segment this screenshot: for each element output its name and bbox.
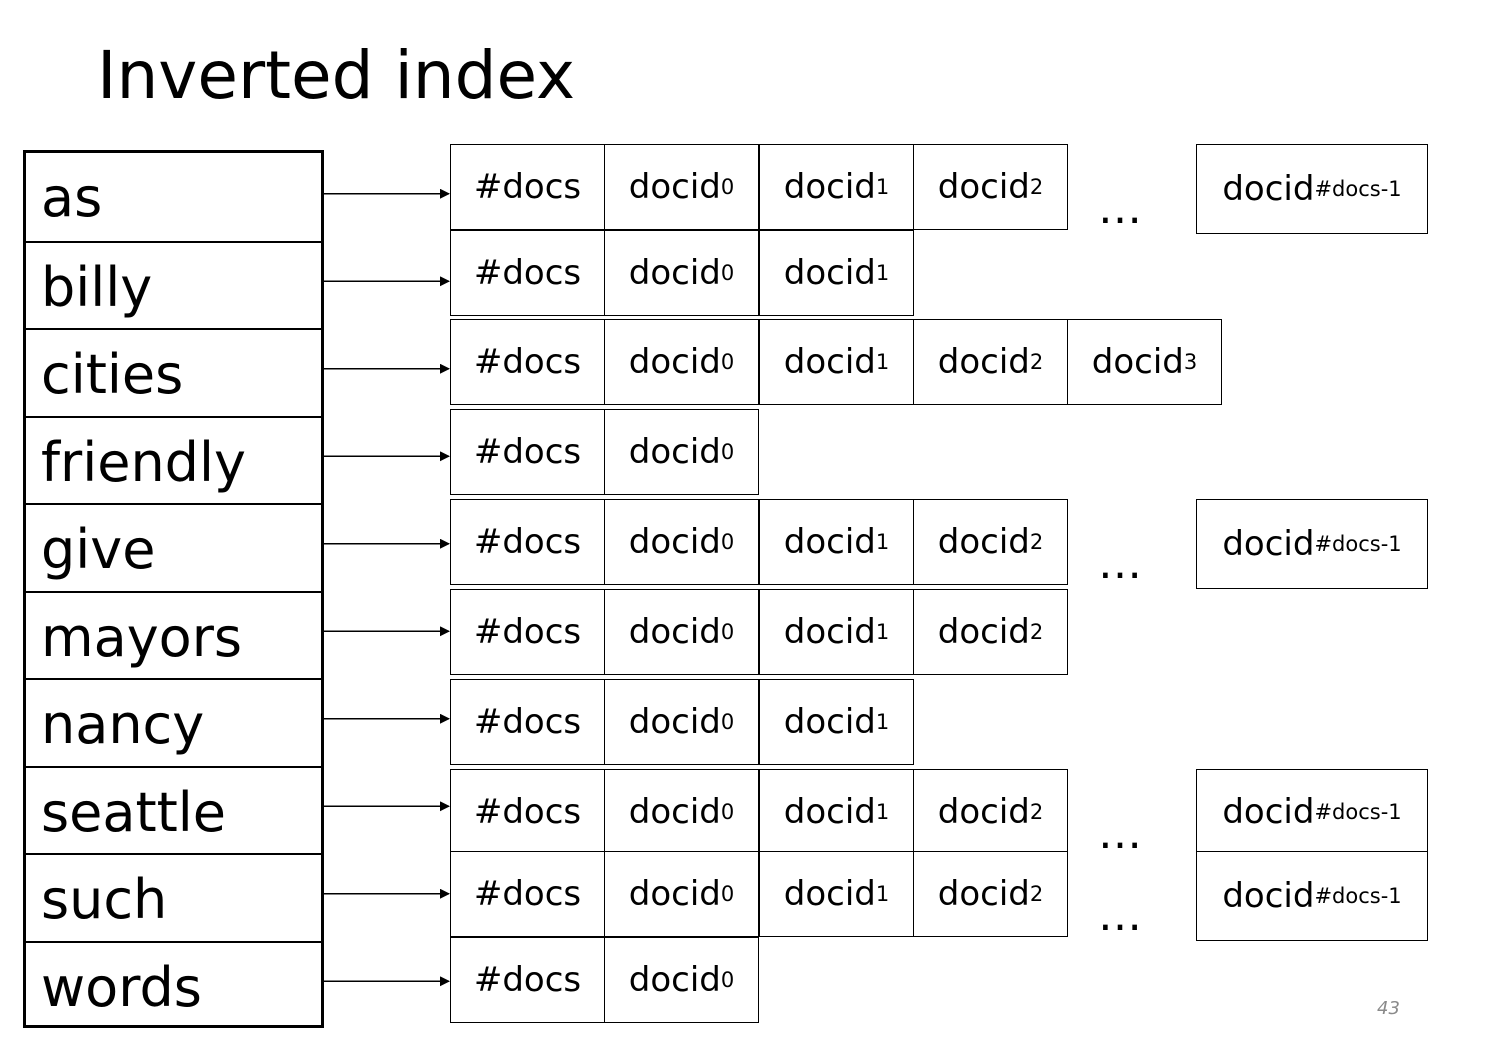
docid-label: docid bbox=[628, 612, 721, 652]
last-docid-cell: docid#docs-1 bbox=[1196, 851, 1428, 941]
docid-label: docid bbox=[628, 792, 721, 832]
docid-label: docid bbox=[937, 522, 1030, 562]
doc-count-cell: #docs bbox=[450, 144, 605, 230]
doc-count-cell: #docs bbox=[450, 679, 605, 765]
doc-count-cell: #docs bbox=[450, 937, 605, 1023]
doc-count-cell: #docs bbox=[450, 230, 605, 316]
docid-label: docid bbox=[937, 874, 1030, 914]
last-docid-cell: docid#docs-1 bbox=[1196, 144, 1428, 234]
docid-label: docid bbox=[1222, 169, 1315, 209]
docid-label: docid bbox=[783, 702, 876, 742]
docid-label: docid bbox=[1222, 792, 1315, 832]
doc-count-cell: #docs bbox=[450, 499, 605, 585]
dictionary-term: nancy bbox=[26, 678, 321, 766]
docid-label: docid bbox=[628, 253, 721, 293]
docid-label: docid bbox=[783, 874, 876, 914]
docid-label: docid bbox=[628, 167, 721, 207]
docid-label: docid bbox=[628, 522, 721, 562]
page-number: 43 bbox=[1377, 998, 1400, 1019]
dictionary-term: such bbox=[26, 853, 321, 941]
docid-label: docid bbox=[783, 342, 876, 382]
docid-label: docid bbox=[1091, 342, 1184, 382]
dictionary-term: seattle bbox=[26, 765, 321, 854]
docid-label: docid bbox=[628, 342, 721, 382]
last-docid-cell: docid#docs-1 bbox=[1196, 769, 1428, 855]
dictionary-term: as bbox=[41, 166, 103, 229]
docid-label: docid bbox=[783, 167, 876, 207]
dictionary-term: give bbox=[26, 503, 321, 591]
docid-label: docid bbox=[1222, 876, 1315, 916]
dictionary-term: words bbox=[26, 940, 321, 1029]
doc-count-cell: #docs bbox=[450, 769, 605, 855]
docid-label: docid bbox=[783, 792, 876, 832]
ellipsis: … bbox=[1098, 538, 1144, 589]
docid-label: docid bbox=[783, 522, 876, 562]
docid-label: docid bbox=[628, 960, 721, 1000]
docid-label: docid bbox=[937, 167, 1030, 207]
slide-title: Inverted index bbox=[97, 37, 576, 114]
doc-count-cell: #docs bbox=[450, 589, 605, 675]
ellipsis: … bbox=[1098, 808, 1144, 859]
docid-label: docid bbox=[937, 612, 1030, 652]
docid-label: docid bbox=[783, 612, 876, 652]
docid-label: docid bbox=[783, 253, 876, 293]
ellipsis: … bbox=[1098, 890, 1144, 941]
ellipsis: … bbox=[1098, 183, 1144, 234]
dictionary-term: cities bbox=[26, 328, 321, 416]
dictionary-term: mayors bbox=[26, 590, 321, 679]
docid-label: docid bbox=[628, 874, 721, 914]
doc-count-cell: #docs bbox=[450, 319, 605, 405]
docid-label: docid bbox=[937, 342, 1030, 382]
docid-label: docid bbox=[937, 792, 1030, 832]
docid-label: docid bbox=[628, 702, 721, 742]
doc-count-cell: #docs bbox=[450, 851, 605, 937]
docid-label: docid bbox=[1222, 524, 1315, 564]
dictionary-term: billy bbox=[26, 240, 321, 329]
dictionary-term: friendly bbox=[26, 415, 321, 504]
docid-label: docid bbox=[628, 432, 721, 472]
last-docid-cell: docid#docs-1 bbox=[1196, 499, 1428, 589]
doc-count-cell: #docs bbox=[450, 409, 605, 495]
